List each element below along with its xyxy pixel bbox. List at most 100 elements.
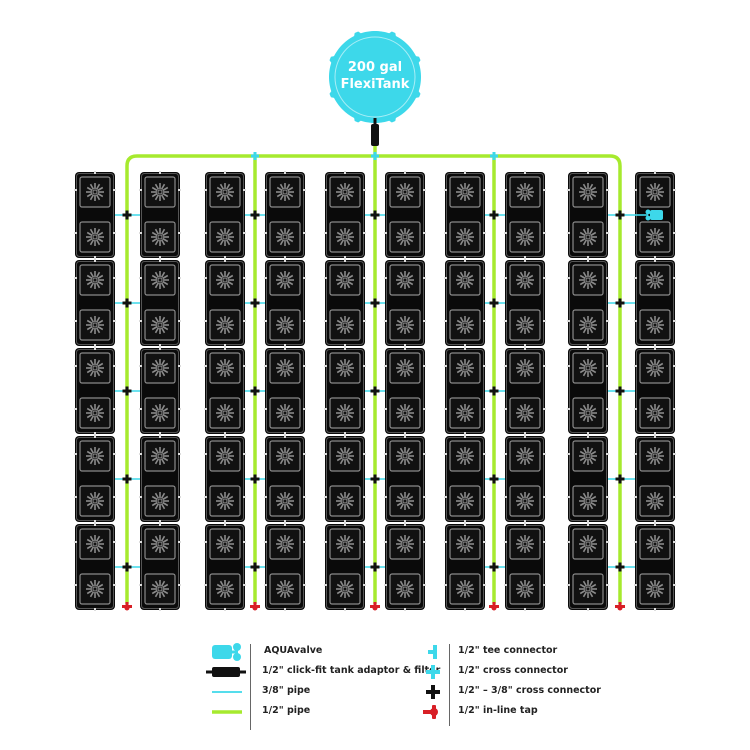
tray-notch xyxy=(363,453,366,455)
tray-notch xyxy=(606,408,609,410)
pot-drain-spoke xyxy=(519,546,525,553)
pot xyxy=(449,221,481,253)
pot-drain-spoke xyxy=(516,274,523,280)
pot-drain-spoke xyxy=(582,316,588,323)
pot xyxy=(572,176,604,208)
pot xyxy=(144,528,176,560)
tray-notch xyxy=(113,320,116,322)
tray xyxy=(634,347,676,435)
pot-drain-spoke xyxy=(516,495,523,501)
pot-drain-spoke xyxy=(345,282,351,289)
pot-drain-spoke xyxy=(590,186,597,192)
pot-drain-spoke xyxy=(95,415,101,422)
tray-notch xyxy=(224,523,226,526)
tray-notch xyxy=(483,365,486,367)
pot-drain-spoke xyxy=(467,368,474,374)
pot-drain-spoke xyxy=(399,591,405,598)
pot-drain-spoke xyxy=(405,316,411,323)
tray-notch xyxy=(504,584,507,586)
pot-drain-spoke xyxy=(405,228,411,235)
tray-notch xyxy=(384,320,387,322)
pot-drain-spoke xyxy=(407,192,414,198)
reducing-cross-connector xyxy=(615,210,625,220)
tray xyxy=(324,435,366,523)
pot-drain-spoke xyxy=(219,591,225,598)
tray-notch xyxy=(284,256,286,259)
pot-rim xyxy=(389,397,421,429)
pot-drain-spoke xyxy=(160,447,166,454)
tray-notch xyxy=(139,584,142,586)
pot xyxy=(639,528,671,560)
pot-drain-spoke xyxy=(588,183,594,190)
pot-drain-spoke xyxy=(459,183,465,190)
pot-drain-spoke xyxy=(89,415,95,422)
pot-drain-spoke xyxy=(579,192,586,198)
pot-drain-spoke xyxy=(405,492,411,499)
pot xyxy=(79,397,111,429)
tray-notch xyxy=(673,232,676,234)
tray-notch xyxy=(74,496,77,498)
pot-drain-spoke xyxy=(345,359,351,366)
pot-drain-spoke xyxy=(151,544,158,550)
tray-notch xyxy=(654,259,656,262)
tray-notch xyxy=(483,496,486,498)
tray xyxy=(139,259,181,347)
tray-notch xyxy=(284,171,286,174)
pot xyxy=(509,573,541,605)
aquavalve-body xyxy=(650,210,663,220)
pot-rim xyxy=(79,309,111,341)
tank-adaptor-stem xyxy=(373,118,377,126)
pot-drain-spoke xyxy=(86,186,93,192)
pot-drain-spoke xyxy=(151,450,158,456)
tray-notch xyxy=(363,277,366,279)
pot-drain-center xyxy=(342,586,348,592)
pot-rim xyxy=(209,573,241,605)
tray-notch xyxy=(303,365,306,367)
pot-drain-spoke xyxy=(405,415,411,422)
pot-drain-spoke xyxy=(519,271,525,278)
pot-drain-spoke xyxy=(649,239,655,246)
pot-drain-spoke xyxy=(396,280,403,286)
pot-drain-spoke xyxy=(657,319,664,325)
cross-h xyxy=(122,565,132,569)
pot-rim xyxy=(329,309,361,341)
pot-drain-center xyxy=(157,541,163,547)
pot-drain-spoke xyxy=(465,370,471,377)
pot-drain-spoke xyxy=(467,407,474,413)
tank-adaptor-filter xyxy=(371,124,379,146)
pot-drain-center xyxy=(462,322,468,328)
pot-drain-spoke xyxy=(95,503,101,510)
tray-notch xyxy=(673,189,676,191)
pot-drain-spoke xyxy=(95,591,101,598)
tray-notch xyxy=(504,541,507,543)
pot-drain-spoke xyxy=(588,546,594,553)
pot-drain-spoke xyxy=(655,447,661,454)
inline-tap xyxy=(370,602,380,611)
pot-drain-spoke xyxy=(588,447,594,454)
tray-notch xyxy=(113,232,116,234)
pot-drain-center xyxy=(652,234,658,240)
pot-drain-spoke xyxy=(646,319,653,325)
pot-drain-spoke xyxy=(279,183,285,190)
tray-notch xyxy=(303,408,306,410)
tray-notch xyxy=(363,320,366,322)
pot-drain-center xyxy=(402,586,408,592)
pot-drain-spoke xyxy=(646,237,653,243)
tray-notch xyxy=(543,408,546,410)
pot-drain-spoke xyxy=(399,228,405,235)
pot-drain-spoke xyxy=(97,501,104,507)
reducing-cross-connector xyxy=(370,562,380,572)
tray-notch xyxy=(204,277,207,279)
pot-drain-spoke xyxy=(579,544,586,550)
pot-drain-spoke xyxy=(407,589,414,595)
pot-rim xyxy=(572,176,604,208)
pot-rim xyxy=(79,528,111,560)
pot xyxy=(269,176,301,208)
tray-notch xyxy=(113,189,116,191)
tray-notch xyxy=(243,541,246,543)
tray-notch xyxy=(483,453,486,455)
tray-notch xyxy=(504,496,507,498)
pot-drain-spoke xyxy=(162,544,169,550)
pot-drain-center xyxy=(92,498,98,504)
pot-drain-spoke xyxy=(86,450,93,456)
